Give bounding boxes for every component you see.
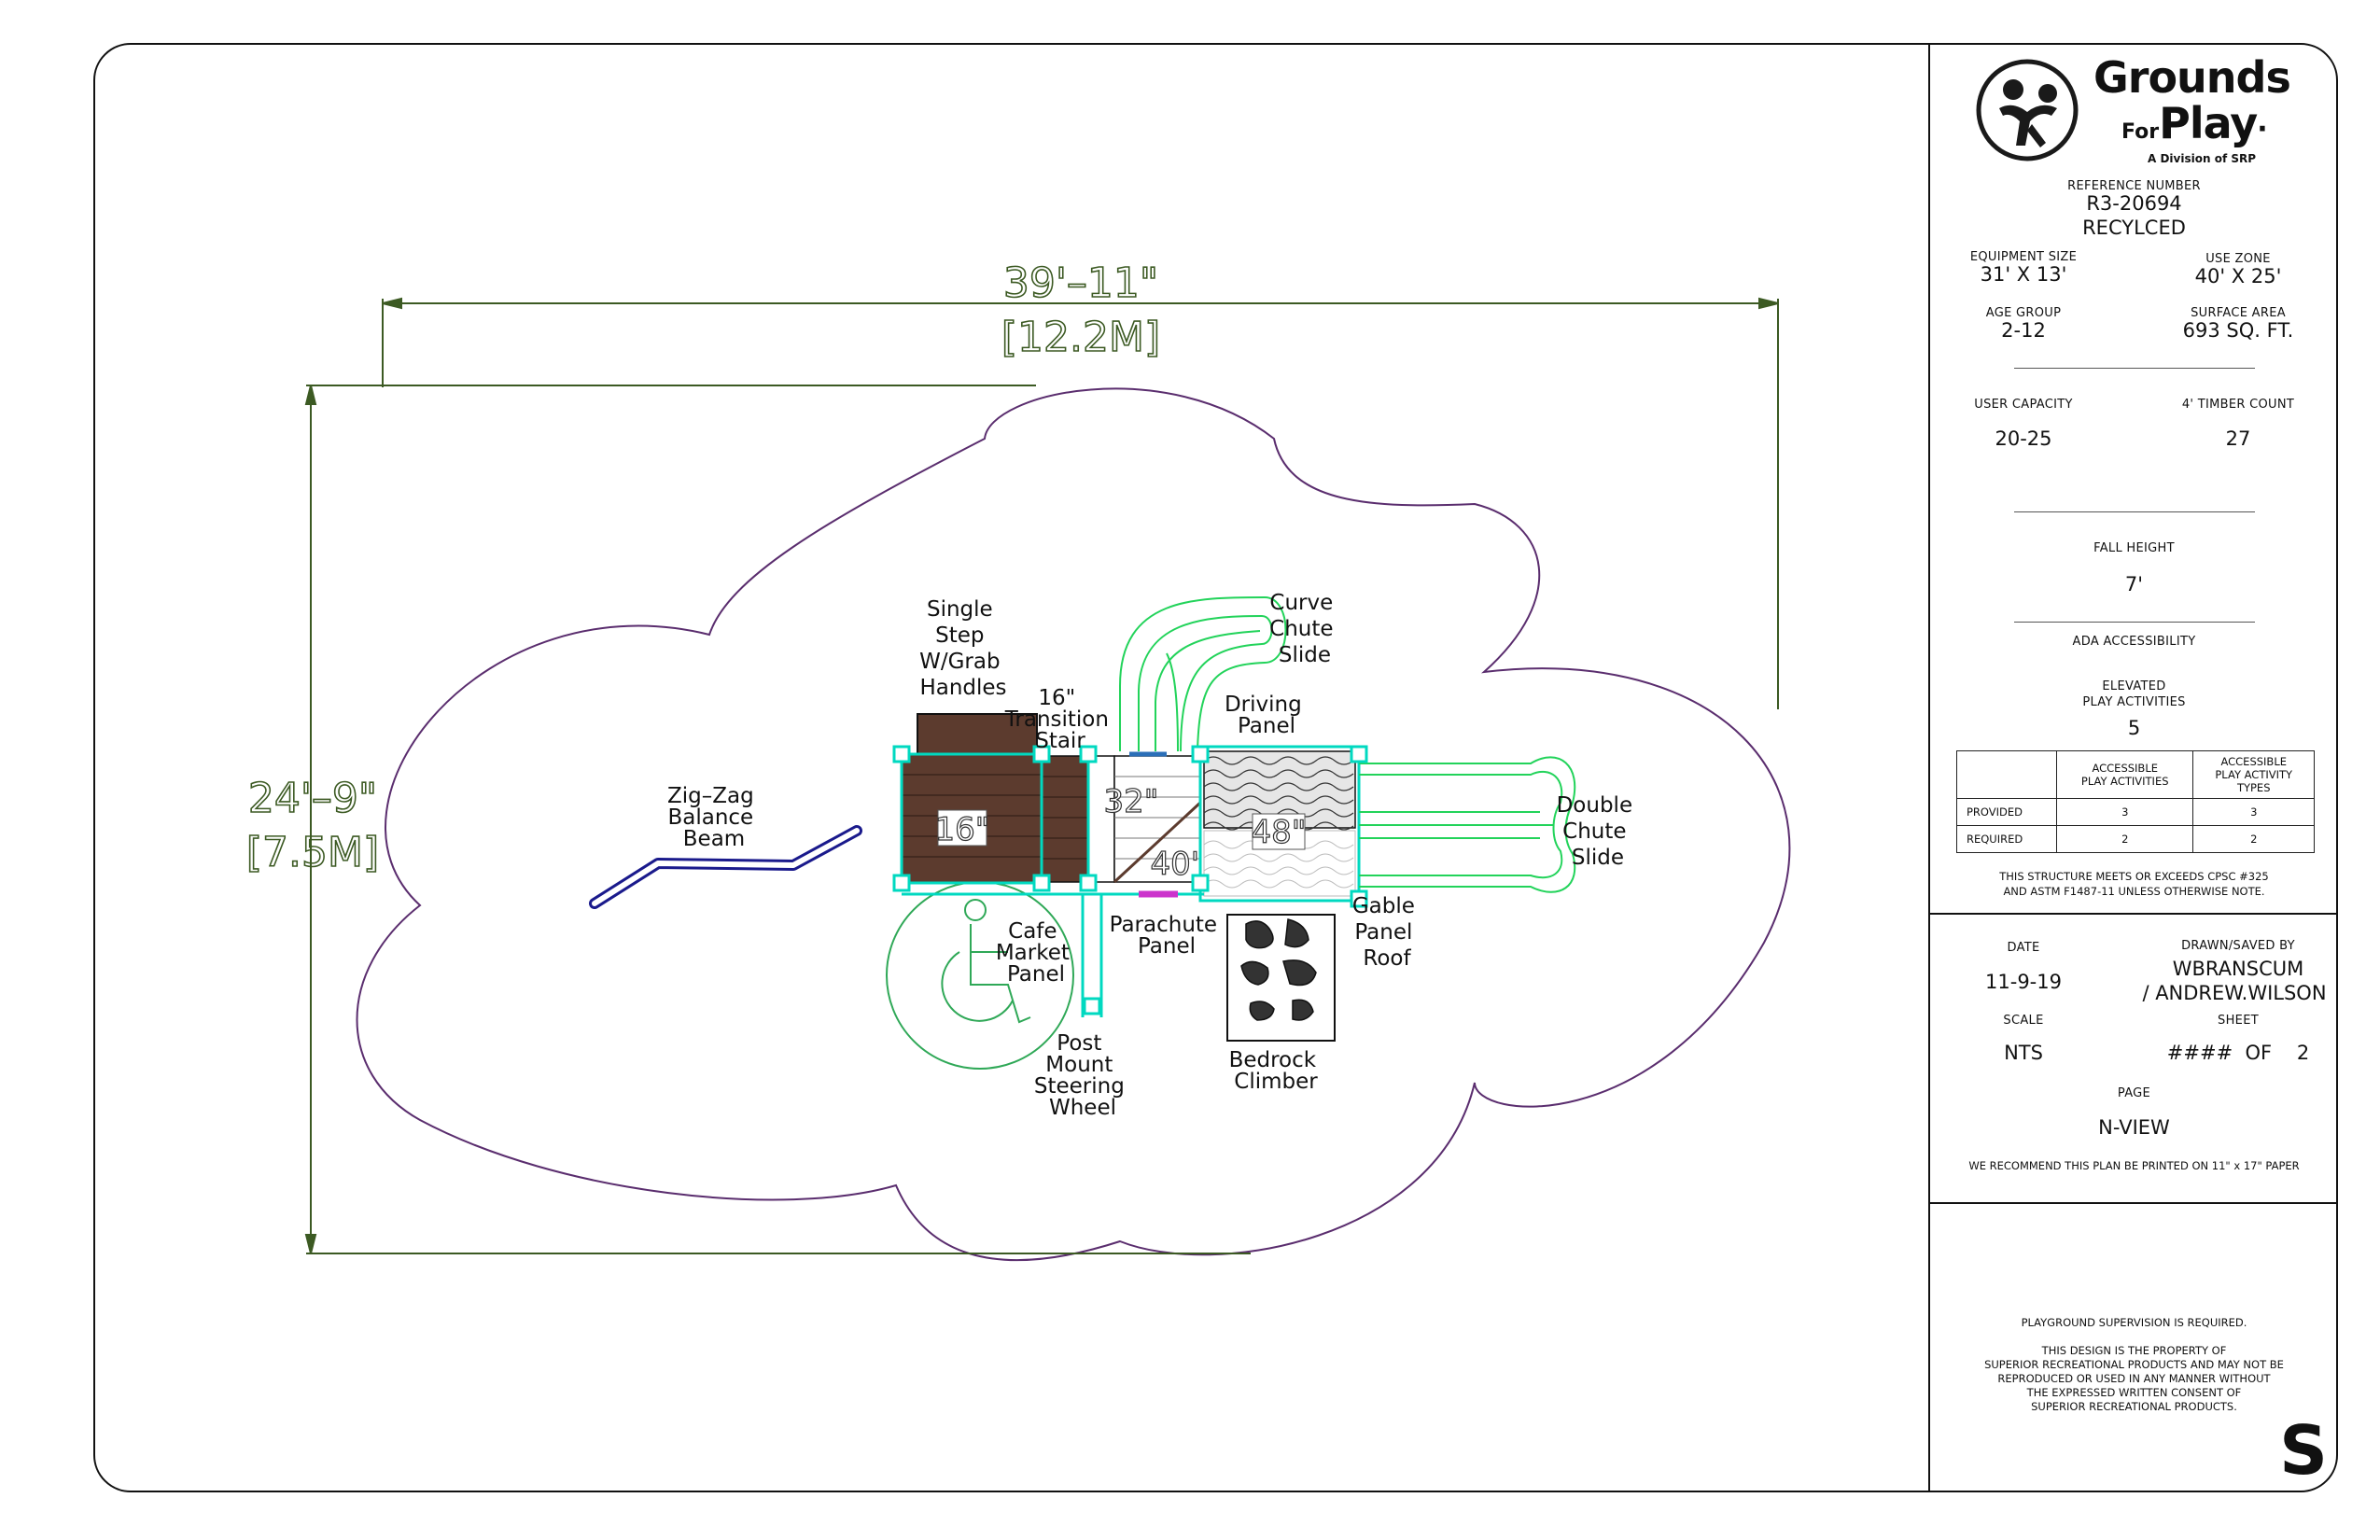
width-dimension bbox=[382, 297, 1779, 709]
logo-division: A Division of SRP bbox=[2148, 152, 2257, 165]
user-capacity-label: USER CAPACITY bbox=[1974, 398, 2073, 412]
divider-1 bbox=[2014, 368, 2255, 369]
logo-line2: Play bbox=[2159, 98, 2258, 148]
cpsc-note-1: THIS STRUCTURE MEETS OR EXCEEDS CPSC #32… bbox=[1999, 870, 2269, 883]
kids-circle-logo-icon bbox=[1976, 59, 2079, 161]
equipment-size-label: EQUIPMENT SIZE bbox=[1969, 250, 2078, 264]
use-zone: 40' X 25' bbox=[2194, 265, 2282, 287]
double-slide-label: Double Chute Slide bbox=[1557, 793, 1640, 870]
ada-col-types: ACCESSIBLE PLAY ACTIVITY TYPES bbox=[2192, 750, 2315, 799]
bedrock-climber-label: Bedrock Climber bbox=[1229, 1048, 1323, 1094]
title-block: Grounds ForPlay· A Division of SRP REFER… bbox=[1928, 45, 2336, 1491]
age-group-label: AGE GROUP bbox=[1985, 306, 2062, 320]
divider-3 bbox=[2014, 622, 2255, 623]
sheet-label: SHEET bbox=[2218, 1014, 2259, 1028]
section-divider-1 bbox=[1930, 913, 2336, 915]
drawn-by-1: WBRANSCUM bbox=[2172, 958, 2304, 980]
fall-height: 7' bbox=[2124, 573, 2144, 595]
elevated-label-2: PLAY ACTIVITIES bbox=[2082, 695, 2186, 709]
bedrock-climber bbox=[1226, 914, 1336, 1042]
structure-posts bbox=[892, 745, 1368, 1015]
elevated-count: 5 bbox=[2127, 717, 2141, 739]
sheet-value: #### OF 2 bbox=[2166, 1042, 2310, 1064]
driving-panel-label: Driving Panel bbox=[1225, 693, 1309, 738]
date-label: DATE bbox=[2007, 941, 2040, 955]
ada-table-corner bbox=[1956, 750, 2057, 799]
use-zone-label: USE ZONE bbox=[2205, 252, 2271, 266]
user-capacity: 20-25 bbox=[1995, 427, 2052, 450]
timber-count: 27 bbox=[2225, 427, 2251, 450]
supervision-note: PLAYGROUND SUPERVISION IS REQUIRED. bbox=[2021, 1316, 2247, 1329]
elevated-label-1: ELEVATED bbox=[2102, 679, 2166, 693]
scale-value: NTS bbox=[2004, 1042, 2043, 1064]
steering-wheel-label: Post Mount Steering Wheel bbox=[1034, 1031, 1131, 1120]
height-dimension bbox=[304, 385, 1251, 1254]
cpsc-note-2: AND ASTM F1487-11 UNLESS OTHERWISE NOTE. bbox=[2003, 885, 2265, 898]
deck-48 bbox=[1198, 745, 1361, 903]
width-dim-imperial: 39'–11" bbox=[1003, 259, 1158, 307]
transition-stair bbox=[1041, 755, 1115, 883]
deck-height-32: 32" bbox=[1104, 783, 1159, 820]
transition-stair-label: 16" Transition Stair bbox=[1004, 686, 1116, 753]
property-note: THIS DESIGN IS THE PROPERTY OF SUPERIOR … bbox=[1984, 1344, 2284, 1413]
structure-frame bbox=[900, 752, 1204, 1017]
single-step bbox=[917, 713, 1038, 755]
logo-line1: Grounds bbox=[2093, 52, 2291, 103]
surface-area: 693 SQ. FT. bbox=[2182, 319, 2294, 342]
material: RECYLCED bbox=[2082, 217, 2186, 239]
drawn-by-2: / ANDREW.WILSON bbox=[2142, 982, 2327, 1004]
drawn-by-label: DRAWN/SAVED BY bbox=[2181, 939, 2295, 953]
reference-label: REFERENCE NUMBER bbox=[2067, 179, 2201, 193]
use-zone-outline bbox=[356, 387, 1791, 1261]
table-row: PROVIDED 3 3 bbox=[1956, 798, 2315, 826]
scale-label: SCALE bbox=[2003, 1014, 2044, 1028]
deck-height-16: 16" bbox=[935, 811, 990, 848]
ada-label: ADA ACCESSIBILITY bbox=[2072, 635, 2196, 649]
table-row: REQUIRED 2 2 bbox=[1956, 825, 2315, 853]
logo-line2-small: For bbox=[2121, 120, 2160, 144]
date-value: 11-9-19 bbox=[1985, 971, 2062, 993]
surface-area-label: SURFACE AREA bbox=[2191, 306, 2286, 320]
equipment-size: 31' X 13' bbox=[1980, 263, 2067, 286]
fall-height-label: FALL HEIGHT bbox=[2093, 541, 2175, 555]
zigzag-label: Zig–Zag Balance Beam bbox=[667, 784, 761, 851]
cafe-panel-label: Cafe Market Panel bbox=[996, 919, 1076, 987]
timber-count-label: 4' TIMBER COUNT bbox=[2181, 398, 2295, 412]
drawing-sheet-border bbox=[93, 43, 2338, 1492]
logo-wordmark: Grounds ForPlay· A Division of SRP bbox=[2093, 54, 2308, 165]
width-dim-metric: [12.2M] bbox=[1001, 314, 1160, 361]
site-plan-drawing: 39'–11" [12.2M] 24'–9" [7.5M] FB 16" bbox=[245, 259, 1791, 1261]
curve-chute-slide bbox=[1119, 595, 1287, 752]
reference-number: R3-20694 bbox=[2086, 192, 2182, 215]
parachute-panel-label: Parachute Panel bbox=[1110, 913, 1225, 959]
height-dim-imperial: 24'–9" bbox=[248, 775, 377, 822]
height-dim-metric: [7.5M] bbox=[246, 829, 379, 876]
page-value: N-VIEW bbox=[2098, 1116, 2170, 1139]
ada-col-activities: ACCESSIBLE PLAY ACTIVITIES bbox=[2055, 750, 2194, 799]
section-divider-2 bbox=[1930, 1202, 2336, 1204]
print-note: WE RECOMMEND THIS PLAN BE PRINTED ON 11"… bbox=[1968, 1159, 2300, 1172]
corner-mark: S bbox=[2279, 1411, 2328, 1490]
age-group: 2-12 bbox=[2001, 319, 2046, 342]
single-step-label: Single Step W/Grab Handles bbox=[919, 597, 1007, 700]
deck-height-48: 48" bbox=[1252, 814, 1307, 851]
curve-slide-label: Curve Chute Slide bbox=[1269, 591, 1340, 667]
ada-table: ACCESSIBLE PLAY ACTIVITIES ACCESSIBLE PL… bbox=[1956, 750, 2315, 853]
gable-roof-label: Gable Panel Roof bbox=[1352, 894, 1421, 971]
page-label: PAGE bbox=[2117, 1086, 2151, 1100]
divider-2 bbox=[2014, 511, 2255, 512]
double-chute-slide bbox=[1359, 756, 1576, 893]
deck-32 bbox=[1113, 755, 1202, 884]
